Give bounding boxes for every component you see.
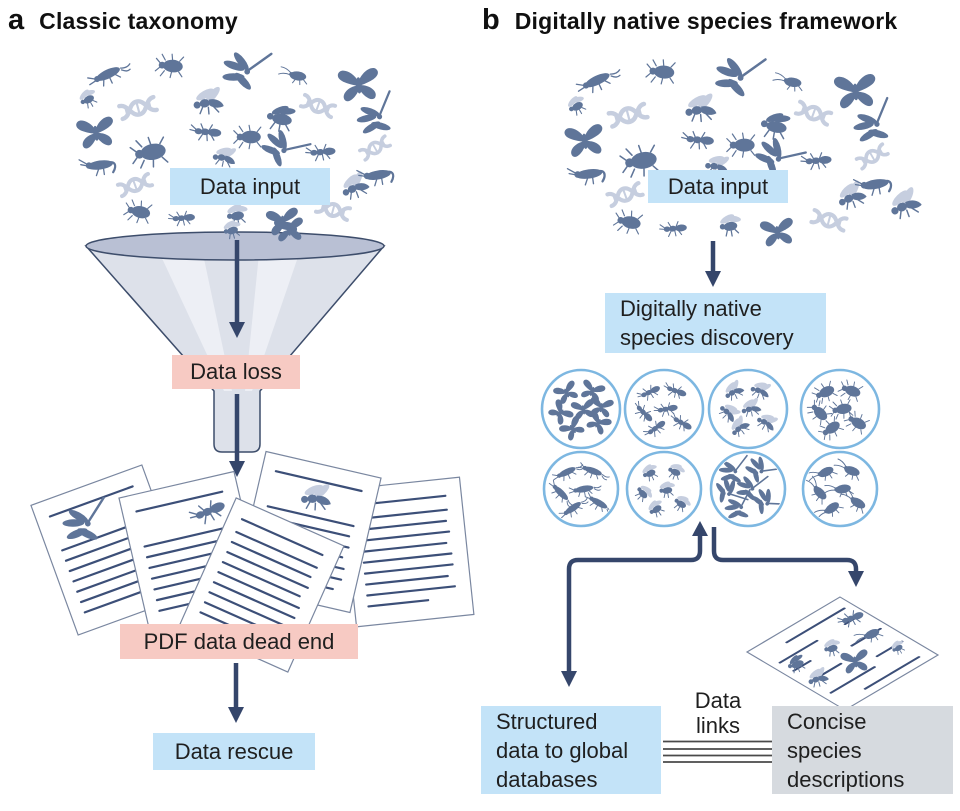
bee-icon — [263, 100, 298, 135]
dna-icon — [119, 97, 156, 119]
dna-icon — [609, 104, 648, 127]
dna-icon — [298, 92, 338, 120]
dragonfly-icon — [347, 84, 411, 147]
dna-icon — [607, 183, 642, 206]
pdf-papers — [30, 450, 475, 673]
dna-icon — [115, 171, 155, 199]
arrow-down-icon — [228, 240, 721, 723]
fly-icon — [75, 84, 103, 112]
species-circle-fly — [625, 450, 703, 528]
pdf-dead-end-label: PDF data dead end — [120, 624, 358, 659]
data-input-label-a: Data input — [170, 168, 330, 205]
wasp-icon — [191, 83, 226, 116]
grasshopper-icon — [77, 153, 118, 179]
roach-icon — [771, 72, 805, 93]
dragonfly-icon — [217, 44, 278, 97]
panel-b-title-text: Digitally native species framework — [514, 8, 898, 34]
panel-b-letter: b — [482, 4, 500, 36]
species-circle-butterfly — [540, 368, 622, 450]
ant-icon — [680, 129, 716, 151]
dna-icon — [796, 102, 831, 125]
ant-icon — [304, 143, 337, 163]
roach-icon — [277, 66, 310, 87]
data-rescue-label: Data rescue — [153, 733, 315, 770]
species-circle-earwig — [542, 450, 620, 528]
document-icon — [745, 596, 940, 711]
butterfly-icon — [759, 217, 796, 248]
beetle-icon — [122, 197, 153, 226]
panel-b-title: b Digitally native species framework — [482, 4, 897, 37]
species-circle-beetle — [799, 368, 881, 450]
beetle-icon — [233, 124, 262, 150]
butterfly-icon — [833, 73, 878, 109]
ant-icon — [167, 210, 197, 227]
beetle-icon — [128, 134, 169, 172]
flow-connectors — [561, 521, 864, 687]
species-circle-roach — [801, 450, 879, 528]
grasshopper-icon — [566, 162, 607, 189]
panel-a-title: a Classic taxonomy — [8, 4, 238, 37]
beetle-icon — [726, 132, 756, 158]
ant-icon — [799, 151, 833, 171]
dragonfly-icon — [709, 49, 772, 104]
beetle-icon — [611, 207, 644, 237]
concise-descriptions-label: Concise species descriptions — [772, 706, 953, 794]
data-links-label: Data links — [694, 688, 742, 738]
species-circle-wasp — [707, 368, 789, 450]
structured-data-label: Structured data to global databases — [481, 706, 661, 794]
butterfly-icon — [337, 67, 381, 102]
dna-icon — [854, 142, 890, 171]
dna-icon — [811, 210, 846, 230]
earwig-icon — [86, 58, 135, 93]
species-circle-ant — [623, 368, 705, 450]
insect-cloud-b — [563, 49, 925, 248]
document-icon — [341, 476, 475, 628]
ant-icon — [188, 122, 223, 143]
data-input-label-b: Data input — [648, 170, 788, 203]
panel-a-title-text: Classic taxonomy — [39, 8, 238, 34]
species-circle-dragonfly — [709, 450, 787, 528]
butterfly-icon — [563, 123, 606, 158]
earwig-icon — [574, 64, 625, 100]
bee-icon — [757, 107, 793, 143]
discovery-label: Digitally native species discovery — [605, 293, 826, 353]
butterfly-icon — [75, 116, 117, 150]
fly-icon — [563, 90, 592, 119]
panel-a-letter: a — [8, 4, 25, 36]
wasp-icon — [683, 90, 718, 124]
ant-icon — [658, 220, 688, 238]
dna-icon — [358, 134, 392, 162]
species-circles — [540, 368, 881, 528]
beetle-icon — [154, 52, 185, 80]
beetle-icon — [644, 57, 676, 86]
wasp-icon — [210, 141, 239, 170]
data-links-lines — [663, 740, 772, 763]
dragonfly-icon — [255, 123, 314, 176]
insect-cloud-a — [75, 44, 411, 242]
dragonfly-icon — [843, 91, 909, 156]
fly-icon — [717, 210, 745, 239]
data-loss-label: Data loss — [172, 355, 300, 389]
